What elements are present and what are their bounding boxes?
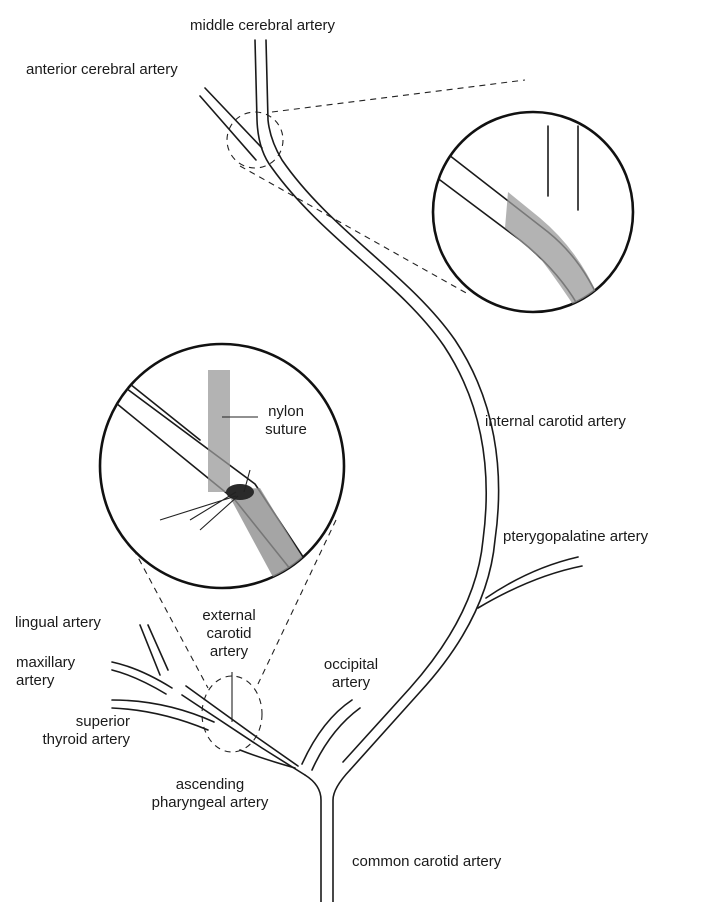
- common-carotid-vessel-wall: [333, 770, 350, 902]
- middle-cerebral-artery-label: middle cerebral artery: [190, 17, 335, 35]
- maxillary-vessel-wall: [112, 670, 166, 694]
- nylon-suture-label: nylon suture: [258, 403, 314, 439]
- occipital-vessel-wall: [312, 708, 360, 770]
- lingual-vessel-wall: [148, 625, 168, 670]
- lingual-vessel: [140, 625, 160, 675]
- external-carotid-vessel: [182, 695, 305, 775]
- pterygopalatine-artery-label: pterygopalatine artery: [503, 528, 648, 546]
- common-carotid-artery-label: common carotid artery: [352, 853, 501, 871]
- anterior-cerebral-vessel: [205, 88, 262, 148]
- superior-thyroid-artery-label: superior thyroid artery: [8, 713, 130, 749]
- maxillary-vessel: [112, 662, 172, 688]
- external-carotid-artery-label: external carotid artery: [186, 607, 272, 661]
- anterior-cerebral-vessel-wall: [200, 96, 256, 160]
- ascending-pharyngeal-artery-label: ascending pharyngeal artery: [120, 776, 300, 812]
- lingual-artery-label: lingual artery: [15, 614, 101, 632]
- pterygopalatine-vessel-wall: [478, 566, 582, 608]
- internal-carotid-artery-label: internal carotid artery: [485, 413, 626, 431]
- pterygopalatine-vessel: [486, 557, 578, 598]
- magnified-view-top: [433, 112, 633, 345]
- anterior-cerebral-artery-label: anterior cerebral artery: [26, 61, 178, 79]
- external-carotid-vessel-wall: [186, 686, 298, 766]
- common-carotid-vessel: [305, 775, 321, 902]
- occipital-artery-label: occipital artery: [310, 656, 392, 692]
- nylon-suture-upper: [208, 370, 230, 492]
- occipital-vessel: [302, 700, 352, 764]
- magnified-view-bottom: [100, 344, 344, 590]
- maxillary-artery-label: maxillary artery: [16, 654, 75, 690]
